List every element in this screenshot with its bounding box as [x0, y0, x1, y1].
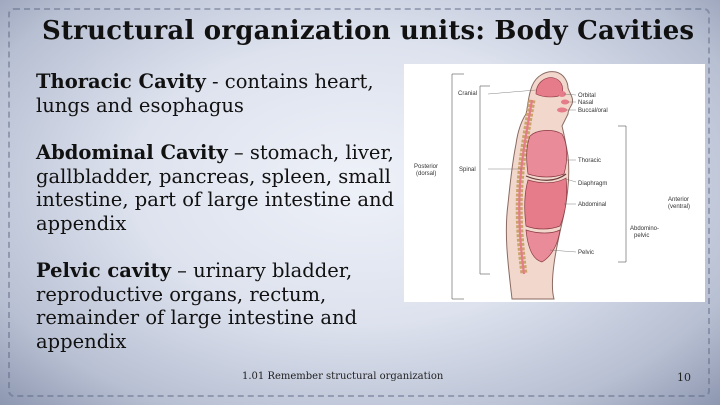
thoracic-cavity: [526, 130, 568, 178]
label-cranial: Cranial: [458, 91, 477, 97]
label-spinal: Spinal: [459, 167, 476, 173]
label-buccal: Buccal/oral: [578, 108, 608, 114]
label-abdominal: Abdominal: [578, 202, 606, 208]
term-thoracic: Thoracic Cavity: [36, 70, 206, 93]
buccal-cavity: [557, 107, 567, 113]
orbital-cavity: [558, 91, 566, 97]
diaphragm: [525, 173, 567, 181]
paragraph-thoracic: Thoracic Cavity - contains heart, lungs …: [36, 70, 406, 117]
slide-title: Structural organization units: Body Cavi…: [42, 16, 695, 46]
label-dorsal: (dorsal): [416, 171, 436, 177]
cranial-cavity: [535, 77, 564, 98]
body-cavities-diagram: Cranial Orbital Nasal Buccal/oral Thorac…: [404, 64, 705, 302]
nasal-cavity: [561, 99, 569, 105]
term-abdominal: Abdominal Cavity: [36, 141, 228, 164]
label-nasal: Nasal: [578, 100, 593, 106]
label-posterior: Posterior: [414, 164, 438, 170]
paragraph-abdominal: Abdominal Cavity – stomach, liver, gallb…: [36, 141, 406, 235]
text-abdominal: – stomach, liver, gallbladder, pancreas,…: [36, 141, 394, 235]
spinal-cavity: [518, 99, 534, 275]
page-number: 10: [677, 371, 691, 384]
text-thoracic: - contains heart, lungs and esophagus: [36, 70, 374, 117]
label-abdominopelvic-1: Abdomino-: [630, 226, 659, 232]
text-pelvic: – urinary bladder, reproductive organs, …: [36, 259, 358, 353]
abdominal-cavity: [524, 177, 568, 230]
label-ventral: (ventral): [668, 204, 690, 210]
label-abdominopelvic-2: pelvic: [634, 233, 649, 239]
term-pelvic: Pelvic cavity: [36, 259, 171, 282]
label-orbital: Orbital: [578, 93, 596, 99]
label-pelvic: Pelvic: [578, 250, 594, 256]
pelvic-cavity: [525, 229, 561, 263]
slide-border: [8, 8, 710, 397]
label-diaphragm: Diaphragm: [578, 181, 607, 187]
paragraph-pelvic: Pelvic cavity – urinary bladder, reprodu…: [36, 259, 406, 353]
slide-footer: 1.01 Remember structural organization: [242, 371, 444, 382]
diagram-svg: Cranial Orbital Nasal Buccal/oral Thorac…: [414, 71, 690, 300]
label-thoracic: Thoracic: [578, 158, 601, 164]
label-anterior: Anterior: [668, 197, 689, 203]
slide-body: Thoracic Cavity - contains heart, lungs …: [36, 70, 406, 377]
